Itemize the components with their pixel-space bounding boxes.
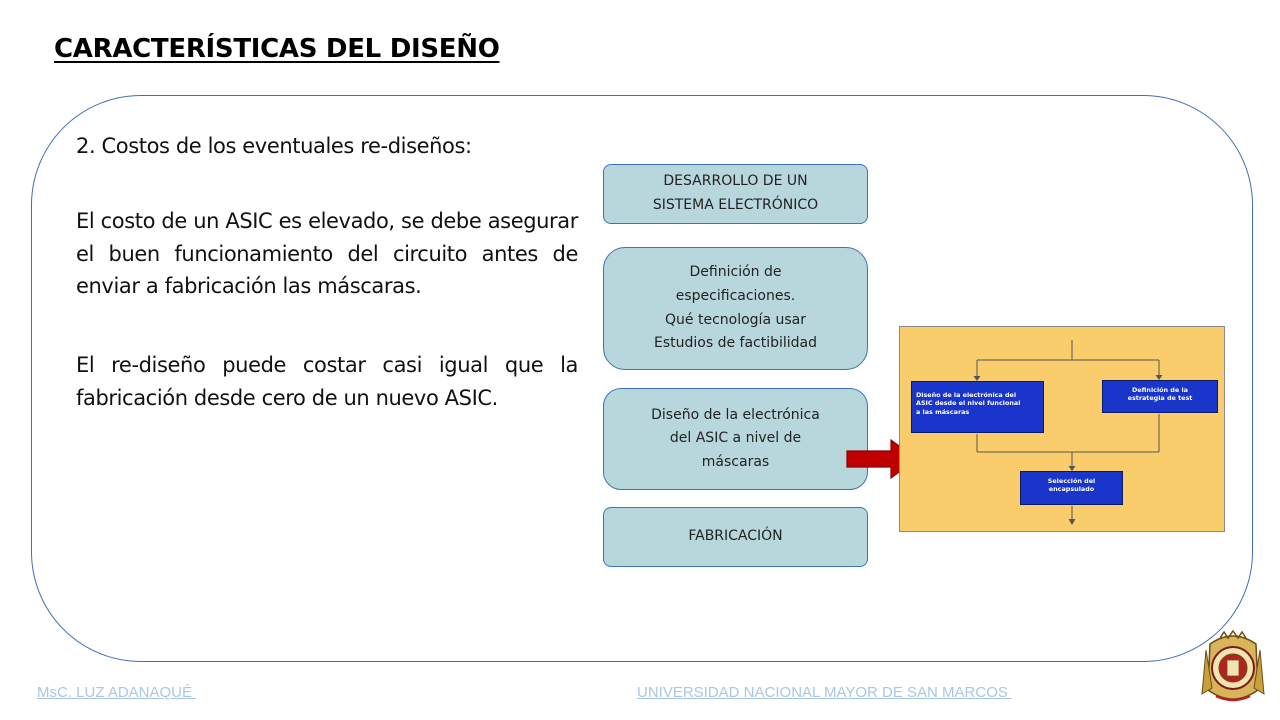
content-frame (31, 95, 1253, 662)
flow-step-asic-design: Diseño de la electrónica del ASIC a nive… (603, 388, 868, 490)
section-heading: 2. Costos de los eventuales re-diseños: (76, 134, 472, 158)
main-text: 2. Costos de los eventuales re-diseños: … (76, 130, 578, 415)
diagram-box-electronics-design: Diseño de la electrónica del ASIC desde … (911, 381, 1044, 433)
flow-step-label: Definición de especificaciones. Qué tecn… (653, 264, 818, 352)
page-title: CARACTERÍSTICAS DEL DISEÑO (54, 34, 500, 64)
flow-step-system-development: DESARROLLO DE UN SISTEMA ELECTRÓNICO (603, 164, 868, 224)
flow-step-label: Diseño de la electrónica del ASIC a nive… (651, 406, 820, 470)
footer-author: MsC. LUZ ADANAQUÉ (37, 684, 197, 701)
footer-institution: UNIVERSIDAD NACIONAL MAYOR DE SAN MARCOS (637, 684, 1013, 701)
paragraph-redesign: El re-diseño puede costar casi igual que… (76, 353, 578, 410)
diagram-box-package-selection: Selección del encapsulado (1020, 471, 1123, 505)
flow-step-label: DESARROLLO DE UN SISTEMA ELECTRÓNICO (652, 173, 819, 213)
flow-step-fabrication: FABRICACIÓN (603, 507, 868, 567)
asic-design-diagram: Diseño de la electrónica del ASIC desde … (899, 326, 1225, 532)
flow-step-label: FABRICACIÓN (688, 528, 783, 545)
diagram-box-test-strategy: Definición de la estrategia de test (1102, 380, 1218, 413)
flow-step-specifications: Definición de especificaciones. Qué tecn… (603, 247, 868, 370)
paragraph-cost: El costo de un ASIC es elevado, se debe … (76, 208, 578, 299)
university-seal-icon (1201, 630, 1265, 702)
